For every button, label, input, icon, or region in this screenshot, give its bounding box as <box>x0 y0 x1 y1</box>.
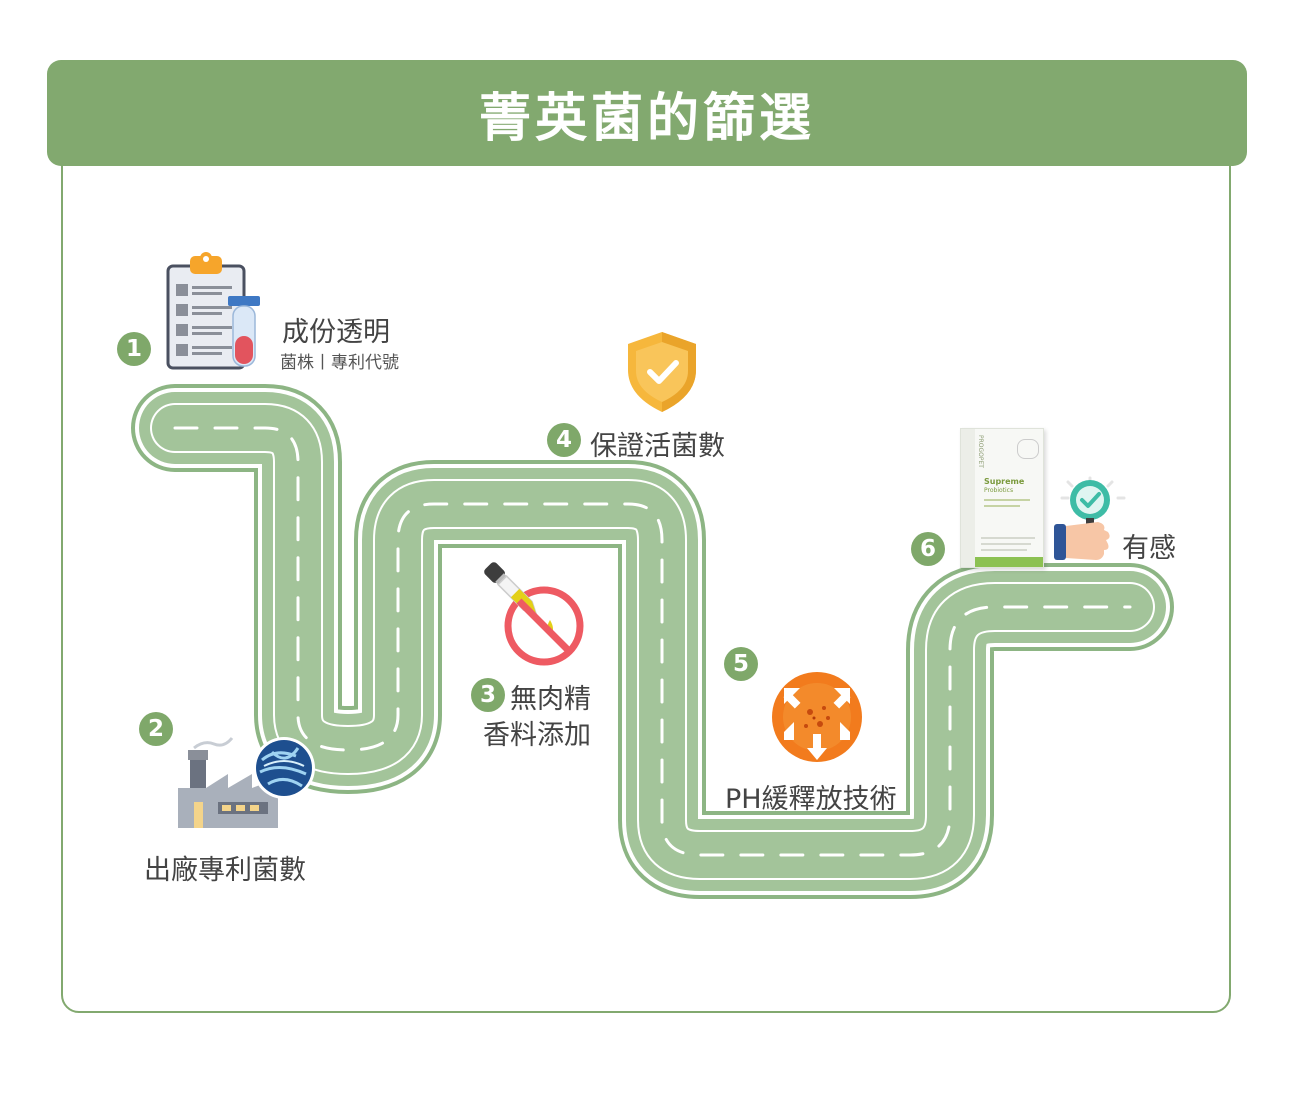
product-name-line1: Supreme <box>984 477 1025 486</box>
step-6-number: 6 <box>911 532 945 566</box>
step-5-label: PH緩釋放技術 <box>725 784 897 815</box>
step-1-number: 1 <box>117 332 151 366</box>
step-1-label: 成份透明 <box>282 317 390 348</box>
product-brand: PROGOPET <box>977 435 984 468</box>
shield-check-icon <box>628 332 696 412</box>
step-5-number: 5 <box>724 647 758 681</box>
step-6-label: 有感 <box>1122 533 1176 564</box>
title-banner: 菁英菌的篩選 <box>47 60 1247 166</box>
step-3-label-line1: 無肉精 <box>510 684 591 715</box>
step-4-number: 4 <box>547 423 581 457</box>
factory-icon <box>178 737 315 828</box>
page-title: 菁英菌的篩選 <box>478 88 815 149</box>
release-sphere-icon <box>772 672 862 762</box>
clipboard-icon <box>166 252 260 370</box>
step-2-number: 2 <box>139 712 173 746</box>
step-2-label: 出廠專利菌數 <box>144 855 306 886</box>
step-3-label-line2: 香料添加 <box>483 720 591 751</box>
hand-magnifier-check-icon <box>1054 476 1126 560</box>
product-name-line2: Probiotics <box>984 487 1014 494</box>
step-4-label: 保證活菌數 <box>590 431 725 462</box>
step-3-number: 3 <box>471 678 505 712</box>
step-1-sublabel: 菌株丨專利代號 <box>280 353 399 373</box>
product-box-image: PROGOPET Supreme Probiotics <box>960 428 1044 568</box>
no-flavor-dropper-icon <box>484 562 584 666</box>
